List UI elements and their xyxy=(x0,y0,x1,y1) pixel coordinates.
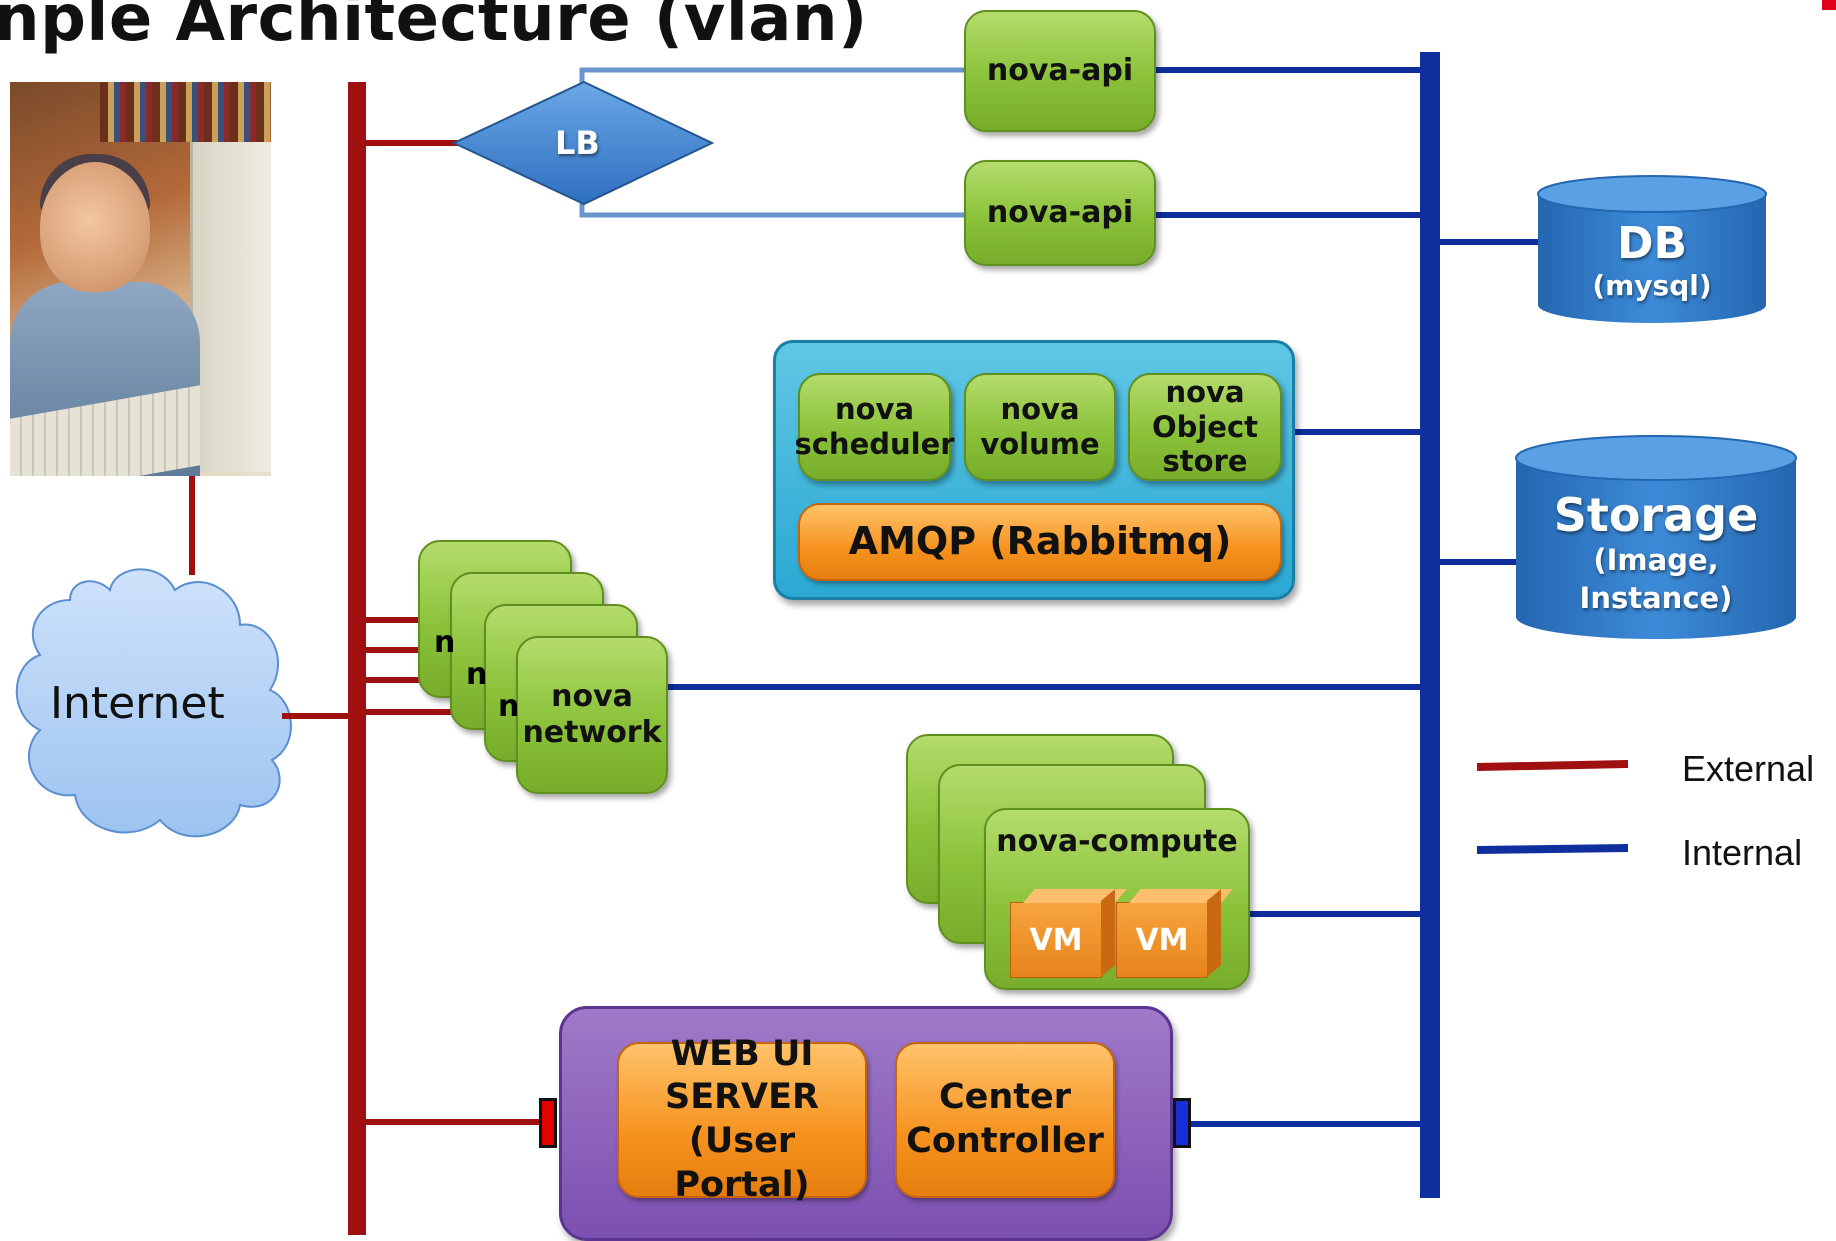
internet-label: Internet xyxy=(50,678,225,729)
db-title: DB xyxy=(1616,218,1688,269)
page-title: nple Architecture (vlan) xyxy=(0,0,868,56)
amqp-queue-label: AMQP (Rabbitmq) xyxy=(848,519,1232,564)
nova-api-box-1: nova-api xyxy=(964,10,1156,132)
storage-cylinder xyxy=(1515,435,1797,639)
vm-label: VM xyxy=(1029,922,1083,958)
network-stack-letter-3: n xyxy=(498,689,520,724)
nova-api-label: nova-api xyxy=(986,53,1134,88)
network-stack-letter-1: n xyxy=(434,625,456,660)
nova-object-store-label: nova Object store xyxy=(1151,374,1259,479)
legend-internal-line xyxy=(1476,844,1629,854)
center-controller-label: Center Controller xyxy=(906,1077,1104,1161)
load-balancer-shape xyxy=(451,80,715,206)
nova-volume-box: nova volume xyxy=(964,373,1116,481)
corner-mark xyxy=(1822,0,1836,10)
db-cylinder xyxy=(1537,175,1767,323)
nova-volume-label: nova volume xyxy=(980,392,1100,461)
amqp-queue-box: AMQP (Rabbitmq) xyxy=(798,503,1282,581)
storage-title: Storage xyxy=(1553,488,1759,542)
web-ui-server-box: WEB UI SERVER (User Portal) xyxy=(617,1034,867,1205)
internet-cloud xyxy=(15,568,292,838)
internal-bus xyxy=(1420,52,1440,1198)
internal-port xyxy=(1173,1098,1191,1148)
network-stack-letter-2: n xyxy=(466,657,488,692)
legend-internal-label: Internal xyxy=(1682,832,1803,873)
db-subtitle: (mysql) xyxy=(1592,269,1712,302)
nova-scheduler-label: nova scheduler xyxy=(794,392,955,461)
nova-scheduler-box: nova scheduler xyxy=(794,373,955,481)
web-ui-server-label: WEB UI SERVER (User Portal) xyxy=(664,1033,819,1205)
db-label: DB (mysql) xyxy=(1538,218,1766,302)
storage-label: Storage (Image, Instance) xyxy=(1530,488,1782,617)
vm-block-2: VM xyxy=(1116,902,1208,978)
user-photo xyxy=(10,82,271,476)
center-controller-box: Center Controller xyxy=(895,1042,1115,1198)
nova-api-label: nova-api xyxy=(986,195,1134,230)
lb-label: LB xyxy=(555,124,600,162)
vm-block-1: VM xyxy=(1010,902,1102,978)
vm-label: VM xyxy=(1135,922,1189,958)
nova-network-label: nova network xyxy=(522,679,662,750)
nova-object-store-box: nova Object store xyxy=(1128,373,1282,481)
nova-network-node: nova network xyxy=(516,636,668,794)
legend-external-label: External xyxy=(1682,748,1815,789)
storage-subtitle: (Image, Instance) xyxy=(1579,543,1733,615)
external-port xyxy=(539,1098,557,1148)
legend-external-line xyxy=(1476,760,1629,771)
nova-api-box-2: nova-api xyxy=(964,160,1156,266)
external-bus xyxy=(348,82,366,1235)
nova-compute-label: nova-compute xyxy=(996,824,1238,859)
